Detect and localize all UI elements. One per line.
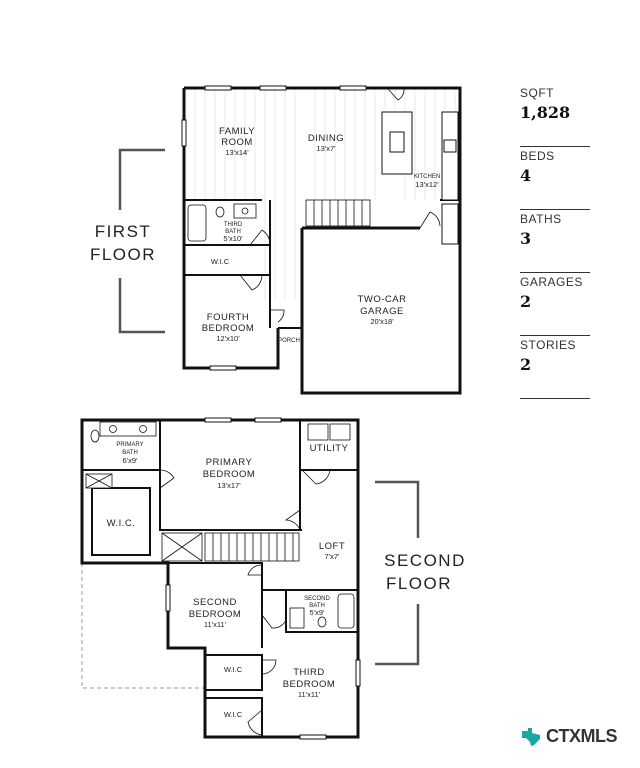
first-floor-title: FIRST bbox=[95, 222, 152, 241]
garage-label-2: GARAGE bbox=[360, 306, 404, 317]
roof-outline bbox=[81, 563, 205, 689]
second-floor-bracket bbox=[375, 480, 420, 666]
utility-fixtures bbox=[289, 423, 355, 629]
stat-value: 3 bbox=[520, 229, 532, 248]
garage-label: TWO-CAR bbox=[358, 294, 407, 305]
loft-label: LOFT bbox=[319, 541, 345, 552]
stat-beds: BEDS 4 bbox=[520, 149, 590, 210]
fourth-bedroom-label-2: BEDROOM bbox=[202, 323, 255, 334]
first-floor-plan bbox=[181, 85, 462, 395]
bath-fixtures-first bbox=[187, 203, 257, 242]
floor-boards bbox=[194, 89, 456, 300]
stat-label: GARAGES bbox=[520, 275, 583, 289]
primary-bedroom-label-2: BEDROOM bbox=[203, 469, 256, 480]
first-floor-title-2: FLOOR bbox=[90, 245, 156, 264]
primary-bath-dim: 6'x9' bbox=[123, 456, 139, 465]
first-floor-bracket bbox=[118, 148, 165, 334]
family-room-label-2: ROOM bbox=[221, 137, 253, 148]
utility-label: UTILITY bbox=[310, 443, 349, 454]
door-swings-first bbox=[239, 88, 441, 323]
family-room-dim: 13'x14' bbox=[225, 148, 249, 157]
stairs-second bbox=[161, 532, 300, 562]
stat-value: 4 bbox=[520, 166, 532, 185]
wic-first-label: W.I.C bbox=[211, 257, 230, 266]
first-floor-labels: FAMILY ROOM 13'x14' DINING 13'x7' KITCHE… bbox=[202, 126, 440, 344]
stat-label: BEDS bbox=[520, 149, 555, 163]
bath-fixtures-primary bbox=[85, 421, 157, 489]
second-bath-dim: 5'x9' bbox=[310, 608, 326, 617]
kitchen-dim: 13'x12' bbox=[415, 180, 439, 189]
kitchen-fixtures bbox=[381, 111, 459, 245]
loft-dim: 7'x7' bbox=[325, 552, 341, 561]
second-floor-walls bbox=[80, 418, 360, 739]
second-floor-title: SECOND bbox=[384, 551, 466, 570]
stat-stories: STORIES 2 bbox=[520, 338, 590, 399]
second-bedroom-dim: 11'x11' bbox=[204, 620, 227, 629]
second-floor-title-2: FLOOR bbox=[386, 574, 452, 593]
porch-label: PORCH bbox=[278, 338, 300, 344]
third-bedroom-dim: 11'x11' bbox=[298, 690, 321, 699]
second-floor-plan bbox=[80, 417, 361, 740]
stat-label: BATHS bbox=[520, 212, 562, 226]
fourth-bedroom-dim: 12'x10' bbox=[216, 334, 240, 343]
stat-label: SQFT bbox=[520, 86, 554, 100]
second-bedroom-label-2: BEDROOM bbox=[189, 609, 242, 620]
stat-value: 1,828 bbox=[520, 103, 571, 122]
primary-bath-label: PRIMARY bbox=[116, 442, 143, 448]
wic-third-label: W.I.C bbox=[224, 710, 243, 719]
dining-dim: 13'x7' bbox=[316, 144, 336, 153]
stat-label: STORIES bbox=[520, 338, 576, 352]
second-bath-label: SECOND bbox=[304, 596, 330, 602]
dining-label: DINING bbox=[308, 133, 344, 144]
fourth-bedroom-label: FOURTH bbox=[207, 312, 249, 323]
second-bath-label-2: BATH bbox=[309, 603, 325, 609]
wic-primary-label: W.I.C. bbox=[107, 518, 136, 529]
third-bedroom-label: THIRD bbox=[293, 667, 325, 678]
second-floor-labels: PRIMARY BATH 6'x9' PRIMARY BEDROOM 13'x1… bbox=[107, 442, 349, 719]
third-bath-first-label-2: BATH bbox=[225, 229, 241, 235]
logo-text: CTXMLS bbox=[546, 726, 618, 746]
ctxmls-logo: CTXMLS bbox=[520, 726, 618, 747]
stat-value: 2 bbox=[520, 292, 532, 311]
stat-sqft: SQFT 1,828 bbox=[520, 86, 590, 147]
garage-dim: 20'x18' bbox=[370, 317, 394, 326]
third-bath-first-label: THIRD bbox=[224, 222, 243, 228]
texas-map-icon bbox=[522, 727, 540, 746]
primary-bedroom-dim: 13'x17' bbox=[217, 481, 241, 490]
stairs-first bbox=[305, 199, 371, 227]
wic-second-label: W.I.C bbox=[224, 665, 243, 674]
stats-panel: SQFT 1,828 BEDS 4 BATHS 3 GARAGES 2 STOR… bbox=[520, 84, 590, 399]
windows-second bbox=[165, 417, 361, 740]
second-bedroom-label: SECOND bbox=[193, 597, 237, 608]
door-swings-second bbox=[159, 469, 331, 736]
stat-value: 2 bbox=[520, 355, 532, 374]
primary-bath-label-2: BATH bbox=[122, 450, 138, 456]
third-bath-first-dim: 5'x10' bbox=[223, 234, 243, 243]
stat-baths: BATHS 3 bbox=[520, 212, 590, 273]
third-bedroom-label-2: BEDROOM bbox=[283, 679, 336, 690]
family-room-label: FAMILY bbox=[219, 126, 255, 137]
stat-garages: GARAGES 2 bbox=[520, 275, 590, 336]
primary-bedroom-label: PRIMARY bbox=[206, 457, 253, 468]
windows bbox=[181, 85, 367, 371]
kitchen-label: KITCHEN bbox=[414, 174, 440, 180]
